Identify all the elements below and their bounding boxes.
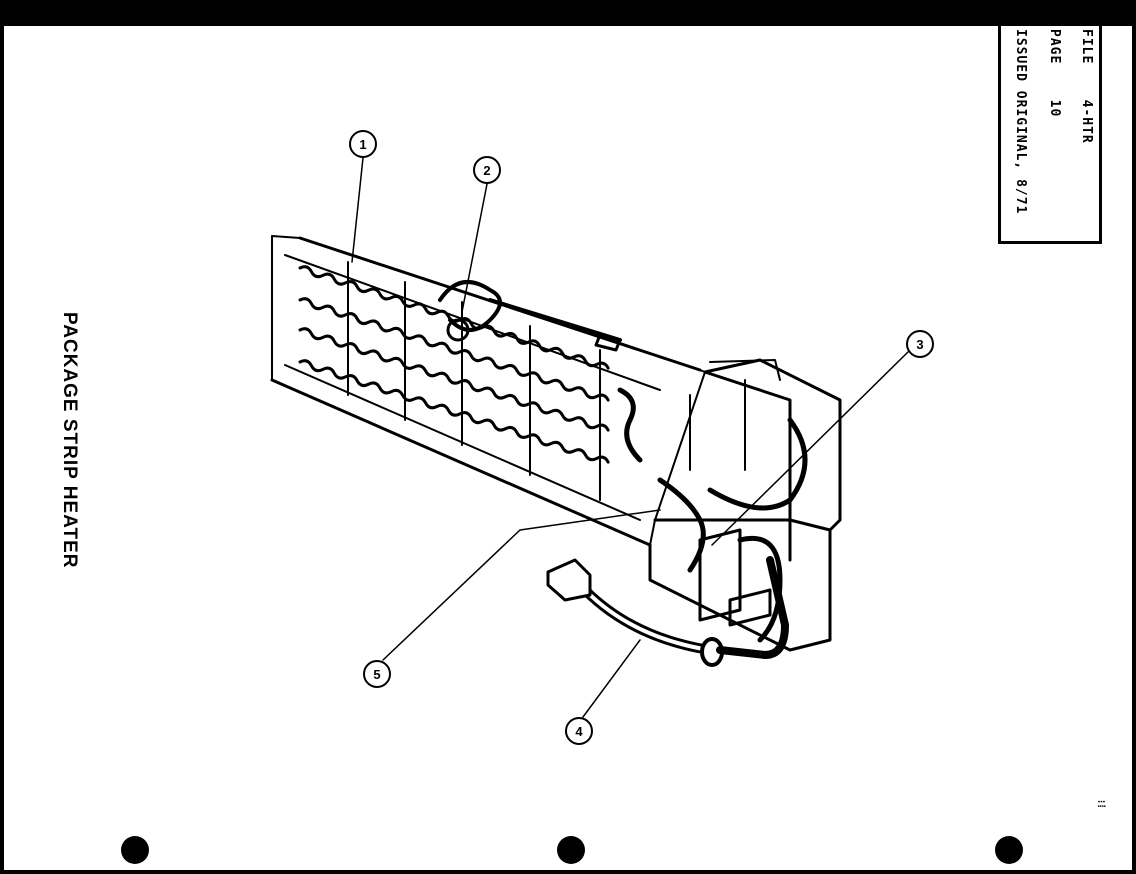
callout-3: 3 [906, 330, 934, 358]
page-label: PAGE [1047, 29, 1062, 65]
issued-value: ORIGINAL, 8/71 [1013, 90, 1028, 215]
power-cord [580, 585, 720, 655]
leader-5 [382, 509, 661, 661]
heating-coil-bottom [298, 359, 610, 464]
file-label: FILE [1079, 29, 1094, 65]
leader-1 [351, 157, 364, 263]
limit-switch-wiring [438, 280, 502, 332]
page-line: PAGE 10 [1047, 29, 1062, 117]
heating-coil-lower [298, 327, 610, 432]
heating-coil-middle [298, 297, 610, 402]
cord-connector [546, 558, 592, 602]
terminal-block [698, 528, 742, 622]
file-value: 4-HTR [1079, 99, 1094, 144]
leader-4 [582, 639, 641, 718]
callout-5: 5 [363, 660, 391, 688]
callout-4: 4 [565, 717, 593, 745]
internal-wires [707, 417, 808, 511]
file-info-box: FILE 4-HTR PAGE 10 ISSUED ORIGINAL, 8/71 [998, 18, 1102, 244]
control-box [703, 358, 842, 532]
leader-2 [461, 183, 488, 313]
punch-hole-icon [995, 836, 1023, 864]
callout-1: 1 [349, 130, 377, 158]
punch-hole-icon [557, 836, 585, 864]
punch-hole-icon [121, 836, 149, 864]
issued-label: ISSUED [1013, 29, 1028, 82]
callout-2: 2 [473, 156, 501, 184]
issued-line: ISSUED ORIGINAL, 8/71 [1013, 29, 1028, 214]
heating-coil-top [298, 265, 610, 370]
page-title: PACKAGE STRIP HEATER [59, 312, 80, 569]
file-line: FILE 4-HTR [1079, 29, 1094, 144]
page-value: 10 [1047, 99, 1062, 118]
leader-3 [711, 351, 909, 546]
corner-mark-icon: ⁝⁞ [1095, 800, 1106, 810]
limit-switch [446, 318, 470, 342]
